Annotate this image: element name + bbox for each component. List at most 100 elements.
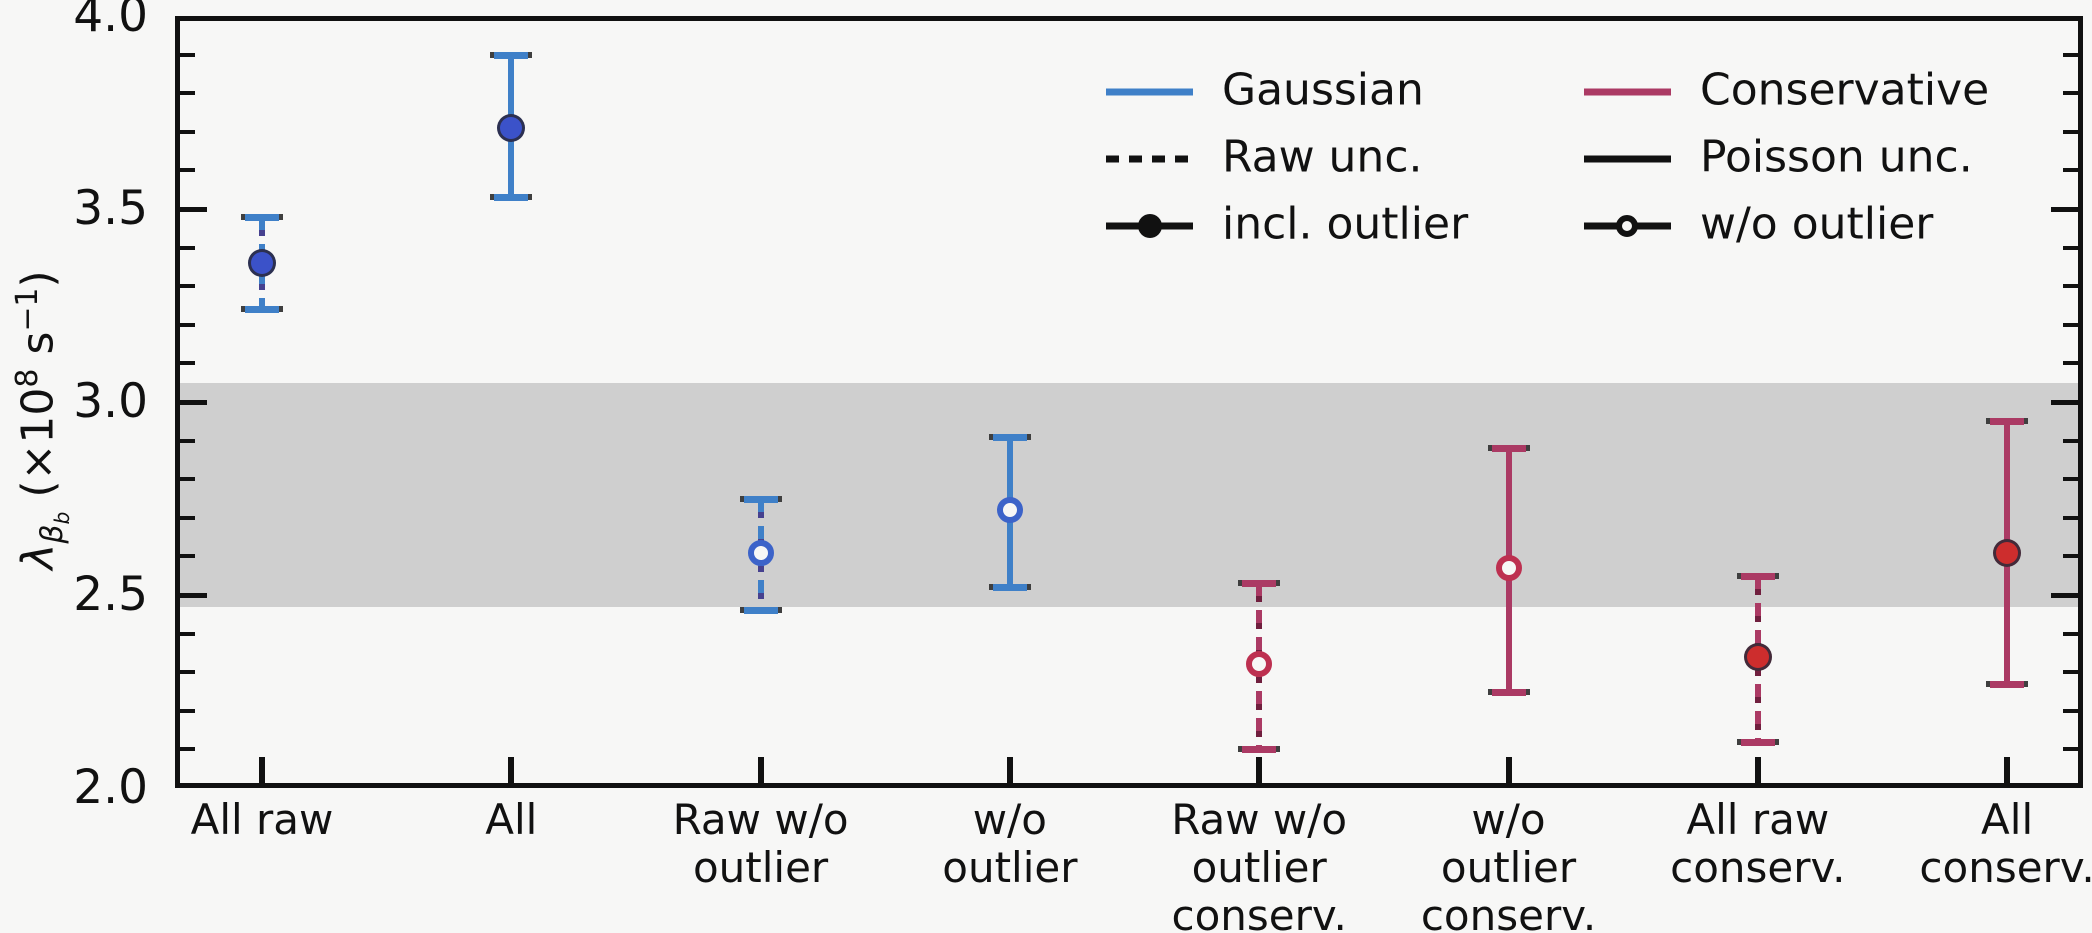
y-minor-tick xyxy=(2063,322,2078,327)
x-tick-label-line: conserv. xyxy=(1171,891,1347,933)
y-tick-label: 2.5 xyxy=(73,567,148,622)
legend-entry: Gaussian xyxy=(1106,64,1626,117)
y-minor-tick xyxy=(2063,438,2078,443)
x-tick-label-line: All xyxy=(485,795,538,844)
y-major-tick xyxy=(180,206,207,212)
y-major-tick xyxy=(2051,399,2078,405)
y-minor-tick xyxy=(2063,284,2078,289)
y-minor-tick xyxy=(2063,129,2078,134)
x-tick-label-line: conserv. xyxy=(1670,843,1846,892)
data-point-marker-filled xyxy=(497,113,526,142)
x-tick-label-line: Raw w/o xyxy=(672,795,849,844)
error-bar-cap xyxy=(1491,445,1526,453)
plot-area xyxy=(175,16,2083,788)
y-minor-tick xyxy=(180,361,195,366)
x-category-tick xyxy=(757,757,764,783)
y-minor-tick xyxy=(2063,245,2078,250)
x-category-tick xyxy=(2004,757,2011,783)
error-bar-cap xyxy=(494,51,529,59)
reference-band xyxy=(180,382,2078,607)
y-major-tick xyxy=(2051,16,2078,19)
x-tick-label-line: All xyxy=(1981,795,2034,844)
legend-label: incl. outlier xyxy=(1222,198,1469,250)
x-tick-label-line: outlier xyxy=(692,843,829,892)
y-tick-label: 3.0 xyxy=(73,374,148,429)
error-bar-cap xyxy=(245,213,279,221)
y-major-tick xyxy=(2051,206,2078,212)
error-bar-cap xyxy=(1491,688,1526,696)
legend-entry: incl. outlier xyxy=(1106,198,1626,251)
y-minor-tick xyxy=(2063,91,2078,96)
legend-label: Gaussian xyxy=(1222,64,1424,116)
error-bar-cap xyxy=(992,433,1027,441)
legend-entry: Poisson unc. xyxy=(1584,131,2092,184)
legend-sample-solid-line xyxy=(1106,88,1193,96)
y-major-tick xyxy=(2051,592,2078,598)
legend-sample-dashed-line xyxy=(1106,155,1193,163)
legend-label: w/o outlier xyxy=(1700,198,1934,250)
data-point-marker-filled xyxy=(248,249,276,278)
y-minor-tick xyxy=(2063,361,2078,366)
y-minor-tick xyxy=(180,91,195,96)
error-bar-cap xyxy=(1990,418,2025,426)
data-point-marker-open xyxy=(747,539,774,566)
error-bar-cap xyxy=(1990,680,2025,688)
x-tick-label-line: All raw xyxy=(190,795,334,844)
error-bar-cap xyxy=(743,495,778,503)
y-minor-tick xyxy=(180,245,195,250)
x-tick-label-line: w/o xyxy=(972,795,1047,844)
x-tick-label-line: conserv. xyxy=(1919,843,2092,892)
y-minor-tick xyxy=(2063,168,2078,173)
y-minor-tick xyxy=(2063,708,2078,713)
x-tick-label-line: All raw xyxy=(1686,795,1830,844)
data-point-marker-filled xyxy=(1993,538,2022,567)
y-minor-tick xyxy=(2063,631,2078,636)
error-bar-cap xyxy=(1740,572,1775,580)
legend-entry: w/o outlier xyxy=(1584,198,2092,251)
legend-entry: Raw unc. xyxy=(1106,131,1626,184)
y-minor-tick xyxy=(2063,747,2078,752)
y-minor-tick xyxy=(180,129,195,134)
y-major-tick xyxy=(180,16,207,19)
error-bar-cap xyxy=(1242,580,1277,588)
y-minor-tick xyxy=(180,284,195,289)
x-tick-label-line: outlier xyxy=(942,843,1078,892)
x-tick-label: All raw xyxy=(82,796,442,844)
x-tick-label-line: outlier xyxy=(1440,843,1577,892)
y-minor-tick xyxy=(2063,477,2078,482)
x-tick-label-line: w/o xyxy=(1471,795,1546,844)
y-minor-tick xyxy=(180,322,195,327)
y-minor-tick xyxy=(180,747,195,752)
y-major-tick xyxy=(2051,786,2078,789)
y-minor-tick xyxy=(180,670,195,675)
data-point-marker-filled xyxy=(1743,642,1772,671)
y-minor-tick xyxy=(180,631,195,636)
legend-open-marker xyxy=(1615,215,1638,237)
y-minor-tick xyxy=(180,477,195,482)
x-category-tick xyxy=(1256,757,1263,783)
y-tick-label: 4.0 xyxy=(73,0,148,43)
y-major-tick xyxy=(180,592,207,598)
y-minor-tick xyxy=(180,515,195,520)
y-major-tick xyxy=(180,399,207,405)
y-minor-tick xyxy=(2063,670,2078,675)
legend-entry: Conservative xyxy=(1584,64,2092,117)
y-minor-tick xyxy=(2063,515,2078,520)
y-minor-tick xyxy=(180,438,195,443)
x-category-tick xyxy=(1505,757,1512,783)
data-point-marker-open xyxy=(996,497,1023,524)
x-category-tick xyxy=(1754,757,1761,783)
x-category-tick xyxy=(259,757,265,783)
error-bar-cap xyxy=(1242,746,1277,754)
y-minor-tick xyxy=(180,52,195,57)
x-category-tick xyxy=(1006,757,1013,783)
error-bar-cap xyxy=(494,194,529,202)
y-minor-tick xyxy=(180,168,195,173)
error-bar-cap xyxy=(743,607,778,615)
